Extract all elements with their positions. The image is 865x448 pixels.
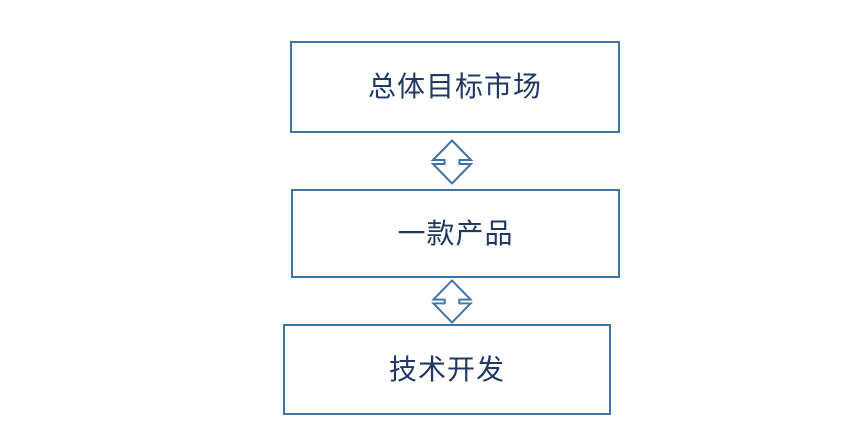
node-one-product[interactable]: 一款产品 (291, 189, 620, 278)
up-down-arrow-glyph (431, 139, 473, 185)
node-label-total-market: 总体目标市场 (367, 71, 542, 102)
node-label-one-product: 一款产品 (397, 217, 514, 249)
up-down-arrow-icon-market-product (431, 139, 473, 185)
node-label-tech-dev: 技术开发 (388, 353, 505, 385)
node-tech-dev[interactable]: 技术开发 (283, 324, 611, 415)
node-total-market[interactable]: 总体目标市场 (290, 41, 620, 133)
up-down-arrow-icon-product-tech (431, 279, 473, 324)
up-down-arrow-glyph (431, 279, 473, 324)
